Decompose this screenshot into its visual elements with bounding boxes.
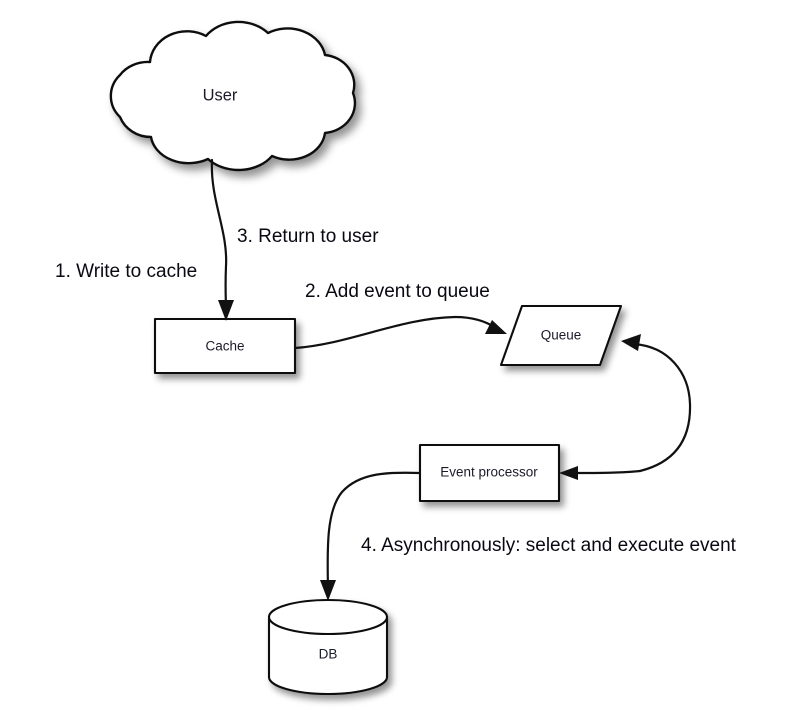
edge-cache-to-queue-line bbox=[293, 315, 498, 350]
edge-cache-to-queue-arrowhead bbox=[485, 320, 507, 334]
edge-processor-to-db-arrowhead bbox=[320, 580, 336, 601]
event-processor-rect bbox=[418, 443, 561, 503]
queue-parallelogram bbox=[499, 304, 623, 367]
node-event-processor-label: Event processor bbox=[440, 465, 538, 480]
edge-queue-to-processor[interactable] bbox=[559, 466, 642, 480]
edge-user-to-cache[interactable] bbox=[210, 158, 234, 321]
edge-processor-to-queue-line bbox=[631, 342, 692, 473]
edge-label-step4: 4. Asynchronously: select and execute ev… bbox=[361, 535, 737, 556]
edge-label-step2: 2. Add event to queue bbox=[305, 281, 490, 302]
node-db[interactable]: DB bbox=[267, 598, 389, 696]
node-cache[interactable]: Cache bbox=[153, 317, 297, 375]
edge-user-to-cache-arrowhead bbox=[218, 300, 234, 321]
edge-queue-to-processor-arrowhead bbox=[559, 466, 578, 480]
edge-queue-to-processor-line bbox=[570, 469, 642, 475]
node-db-label: DB bbox=[319, 647, 338, 662]
cloud-shape bbox=[109, 20, 357, 172]
edge-label-step1: 1. Write to cache bbox=[55, 261, 197, 282]
edge-processor-to-queue-arrowhead bbox=[621, 334, 641, 351]
node-queue[interactable]: Queue bbox=[499, 304, 623, 367]
node-user[interactable]: User bbox=[109, 20, 357, 172]
edge-processor-to-queue[interactable] bbox=[621, 334, 692, 473]
edge-user-to-cache-line bbox=[210, 158, 228, 313]
edge-processor-to-db[interactable] bbox=[320, 471, 422, 601]
node-user-label: User bbox=[203, 86, 238, 104]
cache-rect bbox=[153, 317, 297, 375]
edge-label-step3: 3. Return to user bbox=[237, 226, 379, 247]
edge-cache-to-queue[interactable] bbox=[293, 315, 507, 350]
node-event-processor[interactable]: Event processor bbox=[418, 443, 561, 503]
node-cache-label: Cache bbox=[205, 339, 244, 354]
db-cylinder bbox=[267, 598, 389, 696]
edge-processor-to-db-line bbox=[326, 471, 422, 590]
node-queue-label: Queue bbox=[541, 328, 582, 343]
